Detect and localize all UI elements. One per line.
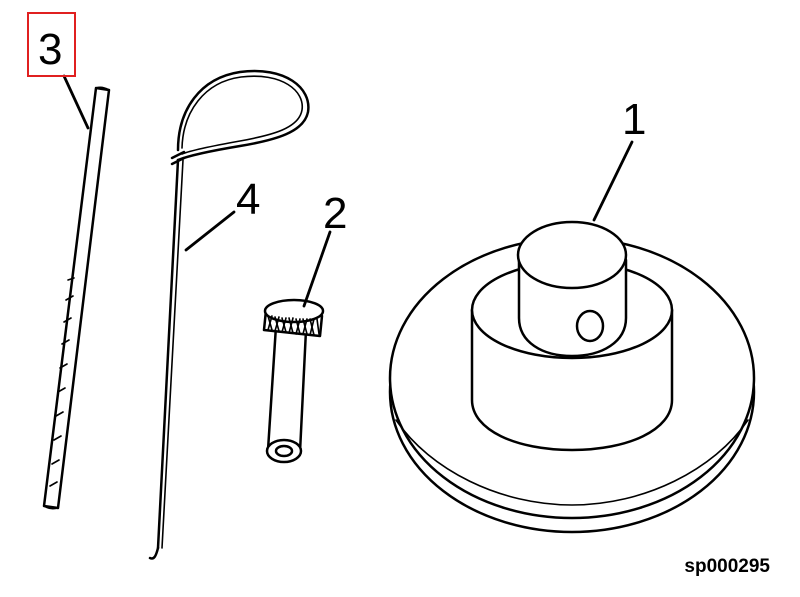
callout-3-highlight-box xyxy=(27,12,76,77)
leader-line-3 xyxy=(62,74,90,130)
callout-label-2: 2 xyxy=(323,189,347,238)
part-2-knurled-tube xyxy=(262,298,325,464)
callout-label-3: 3 xyxy=(38,25,62,74)
part-1-suction-tool xyxy=(388,220,756,534)
part-3-rod xyxy=(42,86,111,510)
callout-label-4: 4 xyxy=(236,175,260,224)
callout-label-1: 1 xyxy=(622,95,646,144)
leader-line-1 xyxy=(592,140,634,222)
leader-line-4 xyxy=(184,210,236,252)
part-4-wire-pick xyxy=(148,69,310,560)
figure-code: sp000295 xyxy=(684,556,770,577)
leader-line-2 xyxy=(302,230,332,308)
